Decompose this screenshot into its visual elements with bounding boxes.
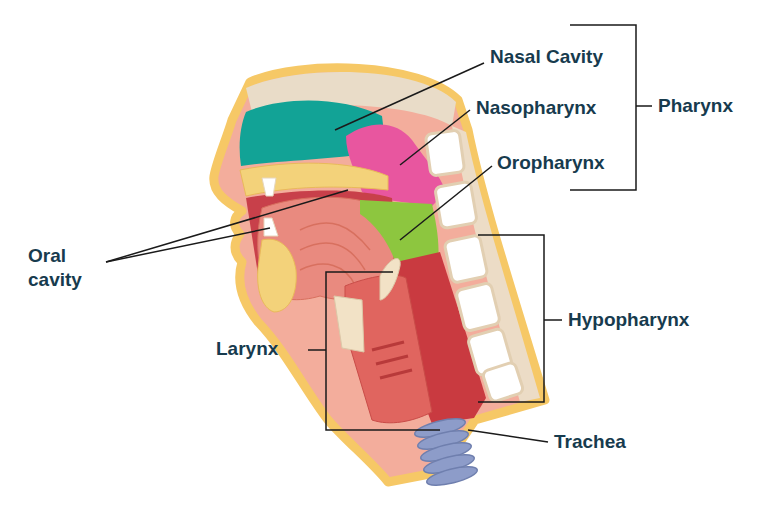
epiglottis <box>380 259 400 300</box>
head-silhouette <box>214 68 545 482</box>
brackets <box>308 25 652 430</box>
leader-line <box>400 166 492 240</box>
leader-line <box>400 110 470 165</box>
part-label: Nasal Cavity <box>490 45 603 69</box>
vertebra <box>425 130 465 176</box>
vertebra <box>455 282 500 331</box>
leader-line <box>106 190 348 262</box>
lower-tooth <box>264 218 278 236</box>
part-label: Oropharynx <box>497 151 605 175</box>
trachea-ring <box>425 463 479 489</box>
oropharynx-region <box>360 200 439 264</box>
vocal-fold <box>380 370 412 378</box>
leader-line <box>106 228 270 262</box>
vocal-fold <box>372 342 404 350</box>
part-label: Nasopharynx <box>476 96 596 120</box>
part-label: Trachea <box>554 430 626 454</box>
larynx-bracket <box>308 272 440 430</box>
part-label: Hypopharynx <box>568 308 689 332</box>
vocal-fold <box>376 356 408 364</box>
jaw-bone <box>258 239 297 312</box>
vertebra <box>444 235 488 284</box>
part-label: Larynx <box>216 337 278 361</box>
tongue-muscle <box>300 223 370 285</box>
upper-tooth <box>262 178 276 196</box>
leader-lines <box>106 63 548 442</box>
vocal-folds <box>372 342 412 378</box>
trachea-rings <box>413 415 479 489</box>
hypopharynx-bracket <box>478 235 562 402</box>
vertebra <box>435 181 478 229</box>
leader-line <box>335 63 484 130</box>
thyroid-cartilage <box>334 296 364 352</box>
leader-line <box>468 430 548 442</box>
part-label: Pharynx <box>658 94 733 118</box>
part-label: Oral cavity <box>28 244 110 292</box>
vertebra <box>482 362 524 403</box>
